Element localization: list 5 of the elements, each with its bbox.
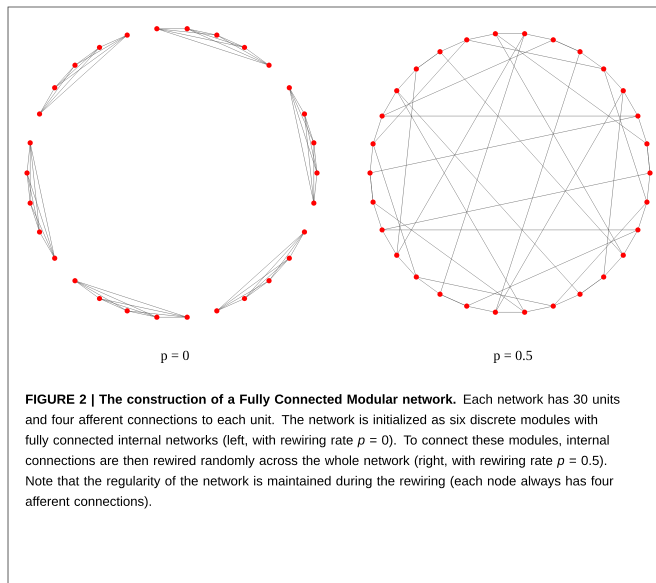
network-drawing — [367, 31, 653, 315]
panel-label: p = 0.5 — [494, 350, 532, 363]
network-drawing — [24, 26, 320, 320]
panel-label: p = 0 — [160, 350, 189, 363]
figure-caption: FIGURE 2 | The construction of a Fully Connected Modular network. Each network has 30 units and four afferent connections to each unit. The network is initialized as six discrete modules with fully connected internal networks (left, with rewiring rate p = 0). To connect these modules, internal connections are then rewired randomly across the whole network (right, with rewiring rate p = 0.5). Note that the regularity of the network is maintained during the rewiring (each node always has four afferent connections). — [25, 394, 620, 509]
